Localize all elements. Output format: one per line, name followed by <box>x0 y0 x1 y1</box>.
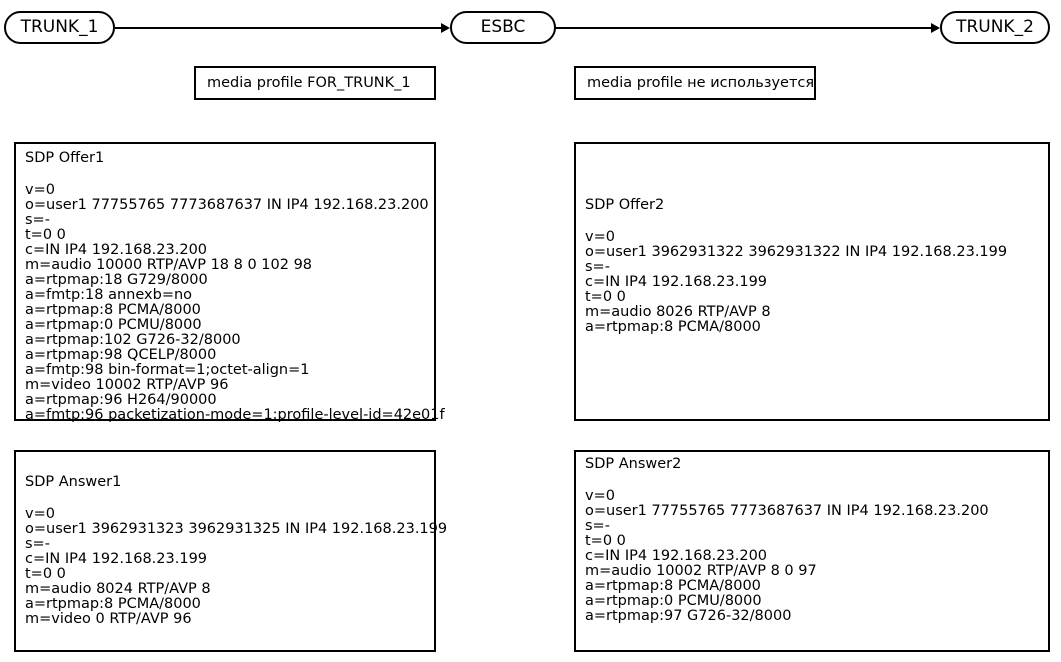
sdp-offer1-title: SDP Offer1 <box>25 150 105 166</box>
edge-trunk1-to-esbc <box>115 27 442 29</box>
annotation-media-profile-unused: media profile не используется <box>574 66 816 100</box>
node-trunk-2: TRUNK_2 <box>940 11 1050 44</box>
sdp-answer1-panel: SDP Answer1 v=0 o=user1 3962931323 39629… <box>14 450 448 652</box>
sdp-offer1-body: v=0 o=user1 77755765 7773687637 IN IP4 1… <box>25 181 445 423</box>
node-trunk-1: TRUNK_1 <box>4 11 115 44</box>
sdp-offer2-body: v=0 o=user1 3962931322 3962931322 IN IP4… <box>585 228 1008 335</box>
edge-esbc-to-trunk2 <box>556 27 932 29</box>
sdp-offer2-title: SDP Offer2 <box>585 197 665 213</box>
annotation-media-profile-trunk1: media profile FOR_TRUNK_1 <box>194 66 436 100</box>
arrow-head-right-icon <box>441 23 450 33</box>
sdp-answer1-title: SDP Answer1 <box>25 474 122 490</box>
sdp-answer2-panel: SDP Answer2 v=0 o=user1 77755765 7773687… <box>574 450 1050 652</box>
sdp-answer2-title: SDP Answer2 <box>585 456 682 472</box>
sdp-offer1-panel: SDP Offer1 v=0 o=user1 77755765 77736876… <box>14 142 445 423</box>
node-esbc: ESBC <box>450 11 556 44</box>
sdp-answer1-body: v=0 o=user1 3962931323 3962931325 IN IP4… <box>25 505 448 627</box>
sdp-answer2-body: v=0 o=user1 77755765 7773687637 IN IP4 1… <box>585 487 989 624</box>
arrow-head-right-icon <box>931 23 940 33</box>
sdp-offer2-panel: SDP Offer2 v=0 o=user1 3962931322 396293… <box>574 142 1050 421</box>
